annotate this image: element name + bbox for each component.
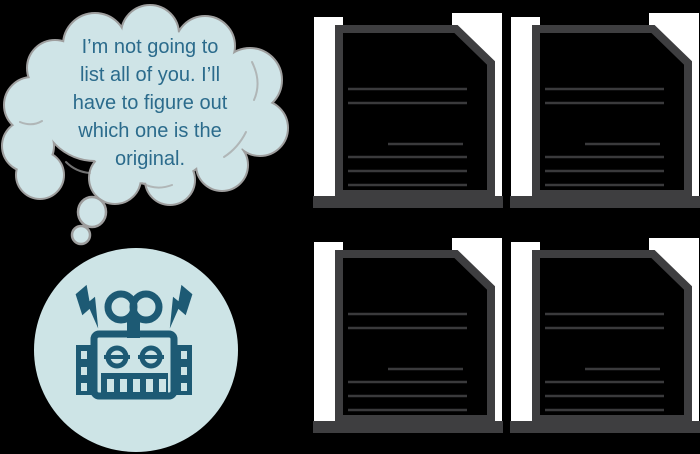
lightning-bolt-icon bbox=[75, 284, 99, 329]
thought-bubble-text: I’m not going to list all of you. I’ll h… bbox=[28, 33, 272, 173]
thought-bubble-tail bbox=[70, 195, 108, 246]
robot-icon bbox=[75, 284, 193, 400]
bubble-line: original. bbox=[114, 148, 186, 170]
document-icon-4 bbox=[510, 237, 700, 433]
document-icon-3 bbox=[313, 237, 503, 433]
robot-circle bbox=[34, 248, 238, 452]
cloud-fill bbox=[3, 6, 287, 204]
bubble-line: have to figure out bbox=[72, 92, 228, 114]
bubble-line: I’m not going to bbox=[81, 36, 219, 58]
thought-bubble bbox=[1, 4, 289, 246]
robot-avatar bbox=[34, 248, 238, 452]
document-icon-2 bbox=[510, 12, 700, 208]
document-icon-1 bbox=[313, 12, 503, 208]
cloud-seams bbox=[19, 61, 259, 189]
bubble-line: which one is the bbox=[78, 120, 222, 142]
bubble-line: list all of you. I’ll bbox=[79, 64, 221, 86]
lightning-bolt-icon bbox=[169, 284, 193, 329]
